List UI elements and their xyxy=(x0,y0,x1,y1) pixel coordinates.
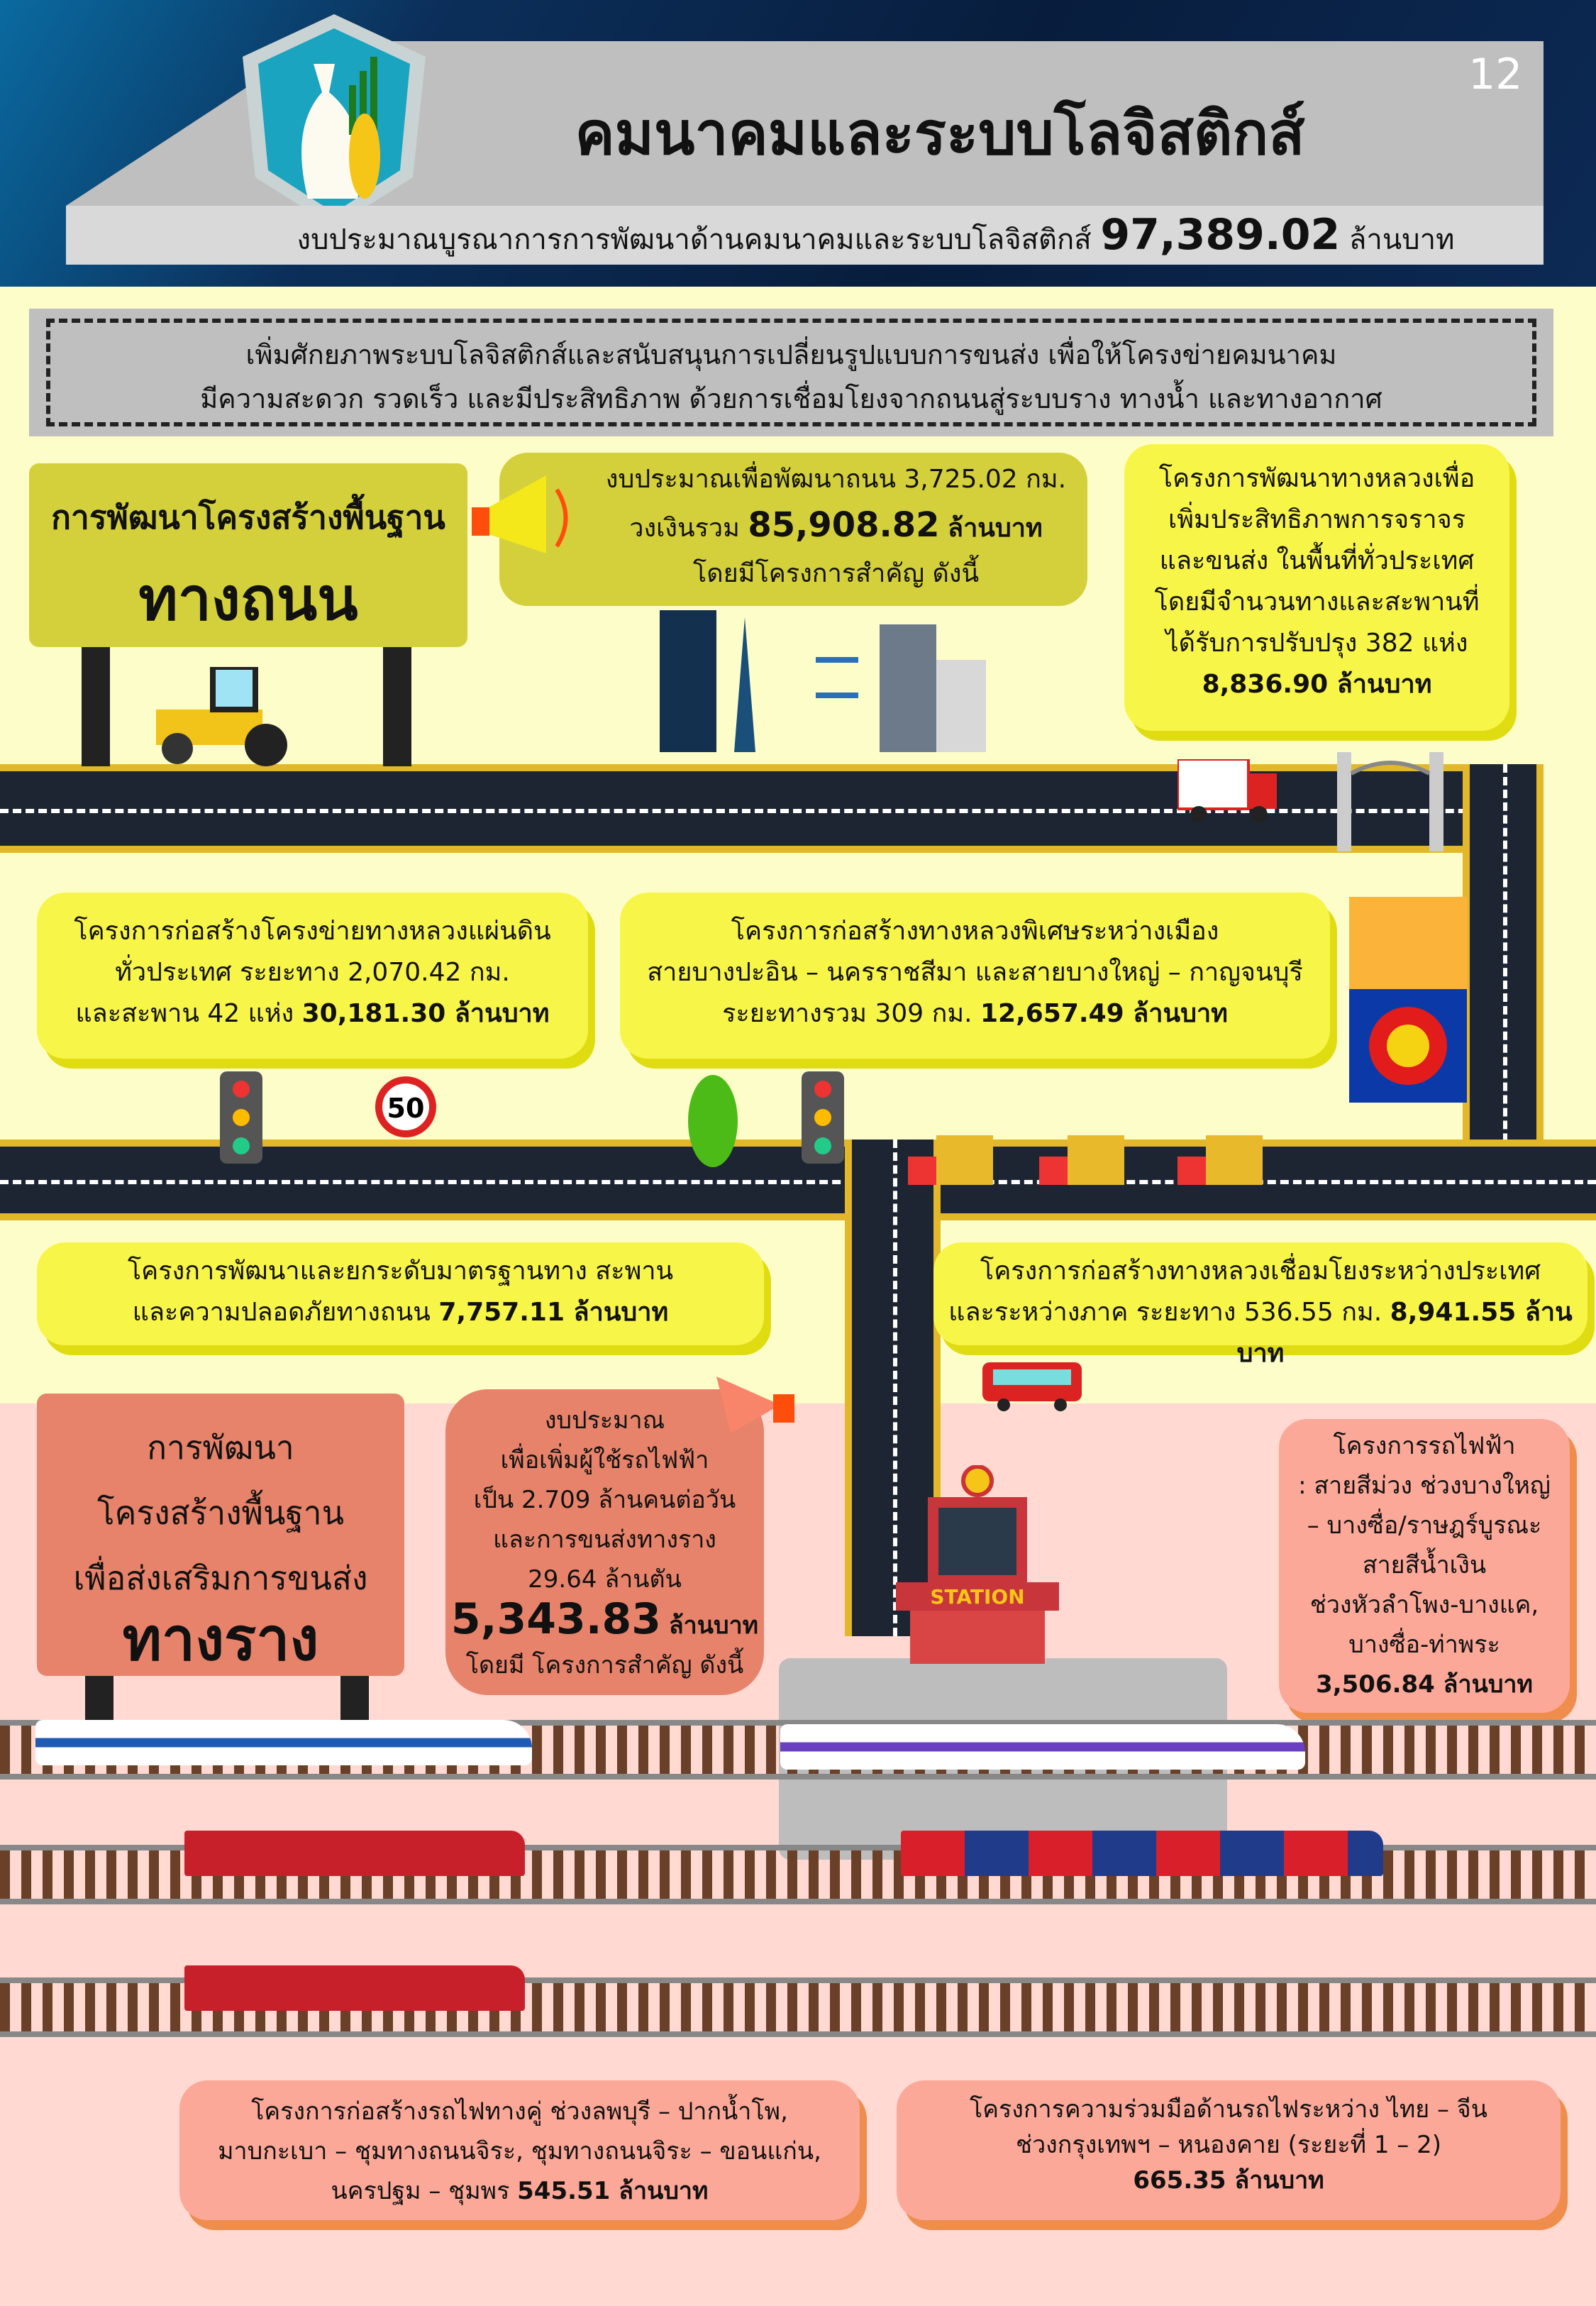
callout-line: : สายสีม่วง ช่วงบางใหญ่ xyxy=(1298,1472,1551,1500)
total-budget-amount: 97,389.02 xyxy=(1100,210,1341,260)
callout-amount: 7,757.11 ล้านบาท xyxy=(438,1298,669,1327)
callout-line: โครงการก่อสร้างทางหลวงพิเศษระหว่างเมือง xyxy=(731,917,1219,946)
road-2 xyxy=(0,1140,1596,1220)
callout-line: – บางซื่อ/ราษฎร์บูรณะ xyxy=(1307,1511,1542,1540)
callout-line: ได้รับการปรับปรุง 382 แห่ง xyxy=(1165,629,1468,658)
rail-sign-line: การพัฒนา xyxy=(147,1428,294,1467)
callout-line: และระหว่างภาค ระยะทาง 536.55 กม. xyxy=(948,1298,1382,1327)
callout-line: และขนส่ง ในพื้นที่ทั่วประเทศ xyxy=(1159,546,1475,575)
callout-line: โครงการก่อสร้างรถไฟทางคู่ ช่วงลพบุรี – ป… xyxy=(251,2097,788,2126)
megaphone-icon xyxy=(472,475,568,553)
mission-box: เพิ่มศักยภาพระบบโลจิสติกส์และสนับสนุนการ… xyxy=(29,309,1553,436)
callout-line: โครงการก่อสร้างโครงข่ายทางหลวงแผ่นดิน xyxy=(74,917,551,946)
rail-budget-line: เพื่อเพิ่มผู้ใช้รถไฟฟ้า xyxy=(500,1446,709,1474)
megaphone-icon xyxy=(716,1377,794,1433)
border-gate-icon xyxy=(1337,752,1443,851)
station-label: STATION xyxy=(930,1585,1024,1609)
mission-line-2: มีความสะดวก รวดเร็ว และมีประสิทธิภาพ ด้ว… xyxy=(200,383,1382,414)
callout-line: บางซื่อ-ท่าพระ xyxy=(1348,1631,1500,1659)
road-budget-prefix: วงเงินรวม xyxy=(629,514,740,543)
road-project-national-highway: โครงการก่อสร้างโครงข่ายทางหลวงแผ่นดิน ทั… xyxy=(37,893,588,1059)
speed-limit-sign: 50 xyxy=(387,1093,425,1124)
callout-amount: 665.35 ล้านบาท xyxy=(1133,2166,1324,2195)
road-project-international-link: โครงการก่อสร้างทางหลวงเชื่อมโยงระหว่างปร… xyxy=(933,1242,1587,1368)
callout-line: ทั่วประเทศ ระยะทาง 2,070.42 กม. xyxy=(115,958,510,987)
road-roller-icon xyxy=(156,667,287,766)
freight-train xyxy=(184,1965,525,2011)
train-station-building-icon: STATION xyxy=(896,1465,1059,1664)
callout-line: โครงการความร่วมมือด้านรถไฟระหว่าง ไทย – … xyxy=(970,2095,1487,2124)
callout-line: นครปฐม – ชุมพร xyxy=(331,2177,510,2205)
rail-sign-line: เพื่อส่งเสริมการขนส่ง xyxy=(73,1559,368,1597)
callout-amount: 3,506.84 ล้านบาท xyxy=(1316,1670,1533,1699)
total-budget-label: งบประมาณบูรณาการการพัฒนาด้านคมนาคมและระบ… xyxy=(297,224,1092,256)
rail-infrastructure-sign: การพัฒนา โครงสร้างพื้นฐาน เพื่อส่งเสริมก… xyxy=(37,1394,404,1676)
callout-line: โครงการพัฒนาและยกระดับมาตรฐานทาง สะพาน xyxy=(127,1257,674,1286)
callout-line: ช่วงกรุงเทพฯ – หนองคาย (ระยะที่ 1 – 2) xyxy=(1016,2131,1441,2159)
sign-post xyxy=(383,639,411,766)
asean-border-sign-icon xyxy=(1349,897,1467,1103)
callout-amount: 8,941.55 ล้านบาท xyxy=(1236,1298,1573,1368)
rail-budget-line: 29.64 ล้านตัน xyxy=(528,1565,682,1594)
callout-line: สายบางปะอิน – นครราชสีมา และสายบางใหญ่ –… xyxy=(647,958,1303,987)
road-project-highway-efficiency: โครงการพัฒนาทางหลวงเพื่อ เพิ่มประสิทธิภา… xyxy=(1124,444,1509,731)
high-speed-train xyxy=(35,1720,532,1765)
road-budget-line-3: โดยมีโครงการสำคัญ ดังนี้ xyxy=(692,559,980,588)
road-project-safety-upgrade: โครงการพัฒนาและยกระดับมาตรฐานทาง สะพาน แ… xyxy=(37,1242,764,1345)
callout-amount: 8,836.90 ล้านบาท xyxy=(1202,670,1432,699)
sign-post xyxy=(82,639,110,766)
road-budget-line-1: งบประมาณเพื่อพัฒนาถนน 3,725.02 กม. xyxy=(605,465,1067,494)
rail-sign-title: ทางราง xyxy=(122,1604,319,1674)
city-buildings-icon xyxy=(660,610,986,752)
cargo-trucks-icon xyxy=(908,1135,1263,1185)
road-1 xyxy=(0,764,1544,853)
traffic-lights-and-pedestrians-icon: 50 xyxy=(220,1071,844,1167)
thai-china-freight-train xyxy=(901,1831,1383,1876)
freight-train xyxy=(184,1831,525,1876)
callout-line: โดยมีจำนวนทางและสะพานที่ xyxy=(1154,587,1480,617)
page-number: 12 xyxy=(1468,50,1523,99)
road-vertical-to-station xyxy=(845,1140,941,1636)
road-sign-line-1: การพัฒนาโครงสร้างพื้นฐาน xyxy=(51,498,445,536)
callout-line: และความปลอดภัยทางถนน xyxy=(132,1298,431,1327)
rail-project-thai-china: โครงการความร่วมมือด้านรถไฟระหว่าง ไทย – … xyxy=(897,2080,1561,2220)
rail-budget-line: และการขนส่งทางราง xyxy=(493,1526,716,1554)
callout-line: สายสีน้ำเงิน xyxy=(1362,1551,1487,1579)
rail-budget-callout: งบประมาณ เพื่อเพิ่มผู้ใช้รถไฟฟ้า เป็น 2.… xyxy=(445,1389,764,1695)
callout-amount: 545.51 ล้านบาท xyxy=(517,2177,709,2205)
bus-icon xyxy=(982,1362,1082,1411)
callout-line: โครงการรถไฟฟ้า xyxy=(1333,1432,1516,1460)
callout-line: โครงการก่อสร้างทางหลวงเชื่อมโยงระหว่างปร… xyxy=(980,1257,1541,1286)
metro-train xyxy=(780,1724,1305,1770)
callout-line: ระยะทางรวม 309 กม. xyxy=(722,999,972,1028)
rail-budget-line: เป็น 2.709 ล้านคนต่อวัน xyxy=(473,1486,736,1514)
rail-budget-unit: ล้านบาท xyxy=(668,1611,759,1640)
callout-amount: 30,181.30 ล้านบาท xyxy=(301,999,550,1028)
road-project-intercity-motorway: โครงการก่อสร้างทางหลวงพิเศษระหว่างเมือง … xyxy=(620,893,1330,1059)
callout-line: ช่วงหัวลำโพง-บางแค, xyxy=(1309,1591,1539,1619)
callout-line: โครงการพัฒนาทางหลวงเพื่อ xyxy=(1158,464,1475,493)
callout-line: และสะพาน 42 แห่ง xyxy=(75,999,294,1028)
callout-line: เพิ่มประสิทธิภาพการจราจร xyxy=(1168,505,1466,534)
road-budget-unit: ล้านบาท xyxy=(948,514,1043,543)
callout-line: มาบกะเบา – ชุมทางถนนจิระ, ชุมทางถนนจิระ … xyxy=(218,2137,821,2166)
rail-budget-footer: โดยมี โครงการสำคัญ ดังนี้ xyxy=(465,1651,744,1679)
rail-project-double-track: โครงการก่อสร้างรถไฟทางคู่ ช่วงลพบุรี – ป… xyxy=(179,2080,860,2220)
road-sign-line-2: ทางถนน xyxy=(138,564,358,634)
total-budget-strip: งบประมาณบูรณาการการพัฒนาด้านคมนาคมและระบ… xyxy=(66,206,1544,265)
road-infrastructure-sign: การพัฒนาโครงสร้างพื้นฐาน ทางถนน xyxy=(29,463,467,647)
page-title: คมนาคมและระบบโลจิสติกส์ xyxy=(575,99,1305,168)
rail-sign-line: โครงสร้างพื้นฐาน xyxy=(96,1494,345,1532)
callout-amount: 12,657.49 ล้านบาท xyxy=(980,999,1228,1028)
total-budget-unit: ล้านบาท xyxy=(1348,224,1455,256)
road-budget-amount: 85,908.82 xyxy=(748,505,940,545)
rail-budget-line: งบประมาณ xyxy=(544,1406,665,1435)
rail-project-metro-lines: โครงการรถไฟฟ้า : สายสีม่วง ช่วงบางใหญ่ –… xyxy=(1279,1419,1570,1713)
rail-budget-amount: 5,343.83 xyxy=(450,1594,661,1644)
road-budget-callout: งบประมาณเพื่อพัฒนาถนน 3,725.02 กม. วงเงิ… xyxy=(499,453,1087,606)
delivery-truck-icon xyxy=(1177,759,1277,823)
money-bag-growth-icon xyxy=(243,14,426,227)
mission-line-1: เพิ่มศักยภาพระบบโลจิสติกส์และสนับสนุนการ… xyxy=(245,339,1337,370)
